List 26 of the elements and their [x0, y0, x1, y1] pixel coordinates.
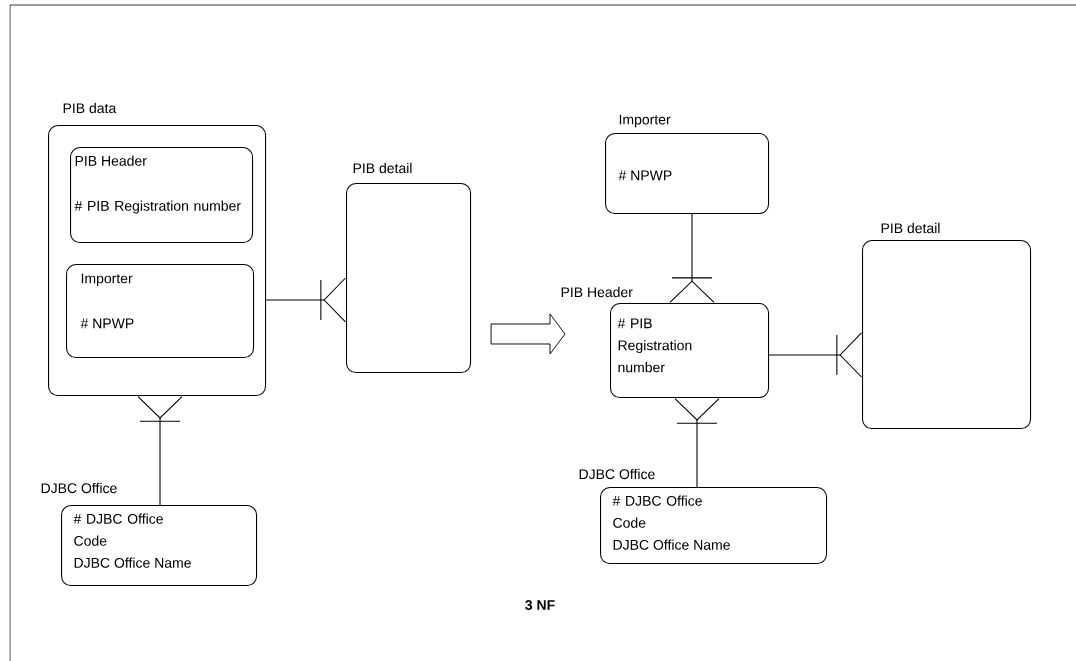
entity-name: DJBC Office [579, 468, 655, 480]
attribute-text: # NPWP [618, 170, 672, 181]
attribute-text: # NPWP [80, 318, 134, 329]
attribute-text: # PIB Registration number [617, 318, 692, 373]
attribute-text: # DJBC Office Code [73, 513, 163, 546]
entity-box [70, 147, 254, 244]
attribute-text: DJBC Office Name [613, 539, 730, 550]
attribute-text: # PIB Registration number [74, 200, 241, 214]
entity-name: PIB detail [881, 222, 940, 234]
relationship-line [137, 396, 183, 506]
attribute-text: Importer [81, 273, 133, 287]
attribute-text: DJBC Office Name [74, 557, 191, 568]
entity-name: PIB Header [561, 286, 633, 298]
attribute-text: # DJBC Office Code [612, 495, 702, 528]
entity-name: DJBC Office [41, 482, 117, 494]
relationship-line [265, 277, 346, 323]
entity-name: PIB data [63, 102, 117, 114]
entity-name: PIB detail [353, 162, 412, 174]
relationship-line [669, 213, 715, 303]
relationship-line [768, 332, 862, 378]
entity-box [66, 264, 255, 359]
attribute-text: PIB Header [75, 155, 147, 166]
caption-label: 3 NF [525, 600, 555, 610]
relationship-line [674, 398, 720, 488]
entity-name: Importer [619, 114, 671, 128]
block-arrow [490, 313, 566, 355]
